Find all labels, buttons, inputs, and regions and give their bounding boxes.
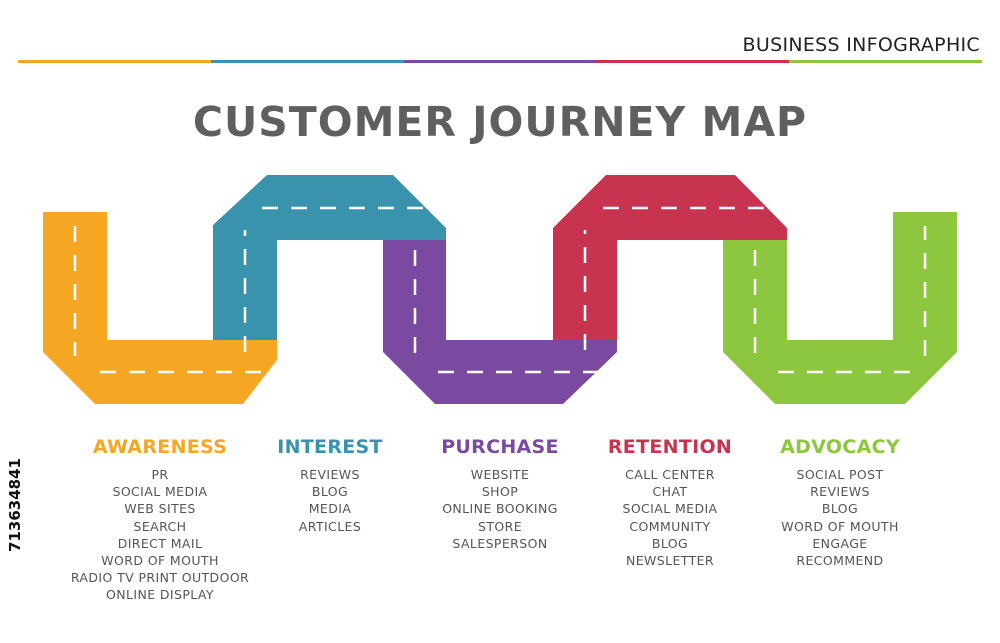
- stage-title: INTEREST: [277, 436, 383, 458]
- stage-title: ADVOCACY: [780, 436, 900, 458]
- rule-segment: [789, 60, 982, 63]
- list-item: WORD OF MOUTH: [101, 553, 219, 569]
- list-item: SEARCH: [133, 518, 187, 534]
- rule-segment: [210, 60, 404, 63]
- list-item: ENGAGE: [812, 535, 868, 551]
- stage-retention: RETENTION CALL CENTER CHAT SOCIAL MEDIA …: [570, 436, 770, 569]
- list-item: COMMUNITY: [629, 518, 711, 534]
- list-item: SALESPERSON: [452, 535, 548, 551]
- list-item: SHOP: [481, 484, 519, 500]
- list-item: DIRECT MAIL: [117, 535, 203, 551]
- rule-segment: [18, 60, 211, 63]
- rule-segment: [403, 60, 597, 63]
- list-item: NEWSLETTER: [625, 553, 715, 569]
- header-color-rule: [18, 60, 982, 63]
- list-item: WORD OF MOUTH: [781, 518, 899, 534]
- list-item: RADIO TV PRINT OUTDOOR: [70, 570, 250, 586]
- road-segment-interest: [213, 175, 446, 340]
- list-item: PR: [151, 467, 169, 482]
- list-item: REVIEWS: [300, 467, 360, 482]
- stage-awareness: AWARENESS PR SOCIAL MEDIA WEB SITES SEAR…: [60, 436, 260, 604]
- rule-segment: [596, 60, 790, 63]
- stage-advocacy: ADVOCACY SOCIAL POST REVIEWS BLOG WORD O…: [740, 436, 940, 569]
- list-item: SOCIAL POST: [796, 467, 884, 482]
- page-title: CUSTOMER JOURNEY MAP: [192, 98, 808, 146]
- stage-items: SOCIAL POST REVIEWS BLOG WORD OF MOUTH E…: [740, 466, 940, 569]
- road-segment-retention: [553, 175, 787, 340]
- header-label: BUSINESS INFOGRAPHIC: [742, 34, 980, 56]
- list-item: CHAT: [652, 484, 688, 500]
- stage-items: PR SOCIAL MEDIA WEB SITES SEARCH DIRECT …: [60, 466, 260, 604]
- road-segment-advocacy: [723, 212, 957, 404]
- list-item: CALL CENTER: [625, 467, 715, 482]
- side-id-label: 713634841: [4, 405, 26, 605]
- stage-title: RETENTION: [607, 436, 733, 458]
- list-item: ARTICLES: [298, 518, 362, 534]
- list-item: WEB SITES: [124, 501, 196, 517]
- side-id-text: 713634841: [6, 458, 24, 552]
- lane-markings: [73, 206, 927, 374]
- stage-purchase: PURCHASE WEBSITE SHOP ONLINE BOOKING STO…: [400, 436, 600, 552]
- list-item: WEBSITE: [470, 467, 530, 482]
- stage-interest: INTEREST REVIEWS BLOG MEDIA ARTICLES: [230, 436, 430, 535]
- list-item: STORE: [478, 518, 522, 534]
- stage-items: CALL CENTER CHAT SOCIAL MEDIA COMMUNITY …: [570, 466, 770, 569]
- stage-items: WEBSITE SHOP ONLINE BOOKING STORE SALESP…: [400, 466, 600, 552]
- list-item: SOCIAL MEDIA: [112, 484, 208, 500]
- list-item: ONLINE BOOKING: [442, 501, 558, 517]
- stage-items: REVIEWS BLOG MEDIA ARTICLES: [230, 466, 430, 535]
- list-item: BLOG: [651, 535, 689, 551]
- stage-title: PURCHASE: [441, 436, 559, 458]
- road-segment-purchase: [383, 240, 617, 404]
- list-item: MEDIA: [308, 501, 352, 517]
- list-item: REVIEWS: [810, 484, 870, 500]
- list-item: BLOG: [311, 484, 349, 500]
- list-item: SOCIAL MEDIA: [622, 501, 718, 517]
- list-item: ONLINE DISPLAY: [106, 587, 214, 603]
- road-segment-awareness: [43, 212, 277, 404]
- stage-title: AWARENESS: [92, 436, 228, 458]
- list-item: RECOMMEND: [796, 553, 884, 569]
- list-item: BLOG: [821, 501, 859, 517]
